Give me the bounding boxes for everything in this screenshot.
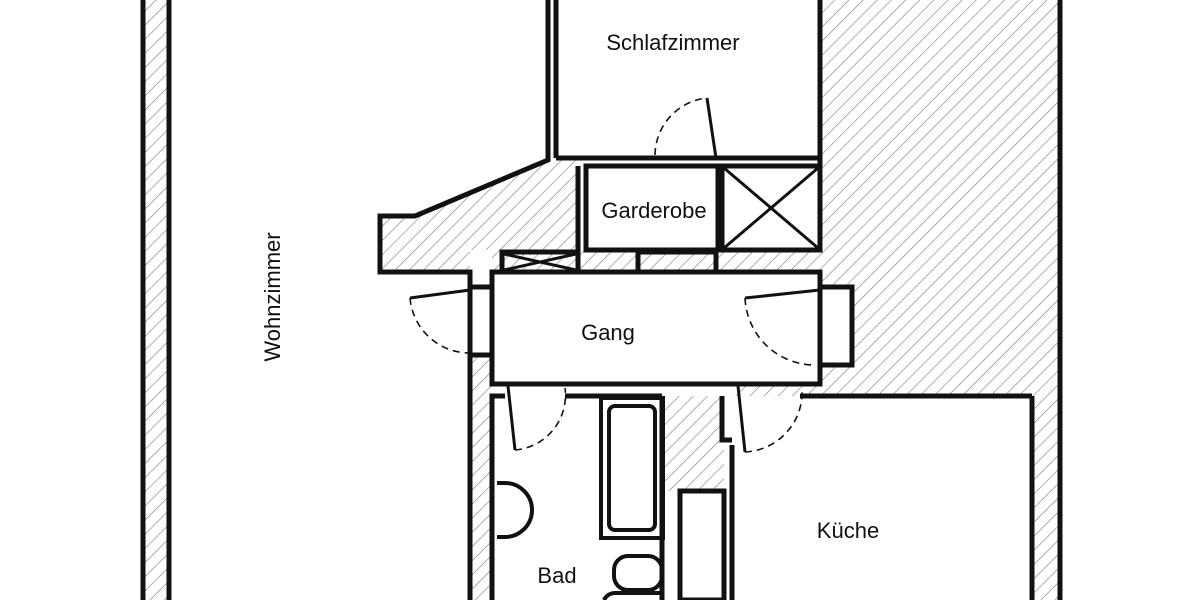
sink-2 xyxy=(602,590,662,600)
label-garderobe: Garderobe xyxy=(601,198,706,223)
door-right-leaf xyxy=(744,288,821,300)
hatch-angled-region xyxy=(380,160,578,272)
label-kueche: Küche xyxy=(817,518,879,543)
label-gang: Gang xyxy=(581,320,635,345)
wall-kitchen-stub xyxy=(719,396,732,443)
hatch-left-column xyxy=(470,355,492,600)
door-bedroom-leaf xyxy=(705,97,718,159)
wall-closet-box xyxy=(719,163,823,253)
toilet xyxy=(497,481,534,539)
sink xyxy=(612,554,664,592)
door-kitchen-swing xyxy=(744,387,803,453)
wall-gang-right-notch xyxy=(817,284,855,368)
bathtub-outer xyxy=(599,396,665,540)
wall-gang xyxy=(489,269,823,387)
bath-fixtures xyxy=(497,396,665,600)
door-bath-swing xyxy=(514,387,567,451)
door-living-leaf xyxy=(409,288,471,300)
hatch-right-region xyxy=(732,0,1060,600)
closet-cross-2b xyxy=(503,252,577,272)
wall-gang-left-notch xyxy=(467,284,495,358)
hatch-bath-kitchen xyxy=(662,396,724,491)
closet-cross-1b xyxy=(723,166,819,250)
wall-bedroom-left xyxy=(377,0,551,287)
door-bath-leaf xyxy=(506,385,517,451)
wall-bath xyxy=(489,393,505,600)
door-bedroom-swing xyxy=(654,97,708,156)
label-wohnzimmer: Wohnzimmer xyxy=(260,232,285,361)
label-schlafzimmer: Schlafzimmer xyxy=(606,30,739,55)
door-right-swing xyxy=(744,297,816,366)
wall-kitchen-counter xyxy=(677,488,727,600)
doors xyxy=(409,97,821,453)
door-living-swing xyxy=(409,297,471,354)
walls xyxy=(140,0,1063,600)
door-kitchen-leaf xyxy=(736,385,747,453)
room-labels: Schlafzimmer Garderobe Wohnzimmer Gang K… xyxy=(260,30,879,588)
label-bad: Bad xyxy=(537,563,576,588)
bathtub-inner xyxy=(607,404,657,532)
hatch-left-wall xyxy=(143,0,169,600)
closet-crosses xyxy=(503,166,819,272)
